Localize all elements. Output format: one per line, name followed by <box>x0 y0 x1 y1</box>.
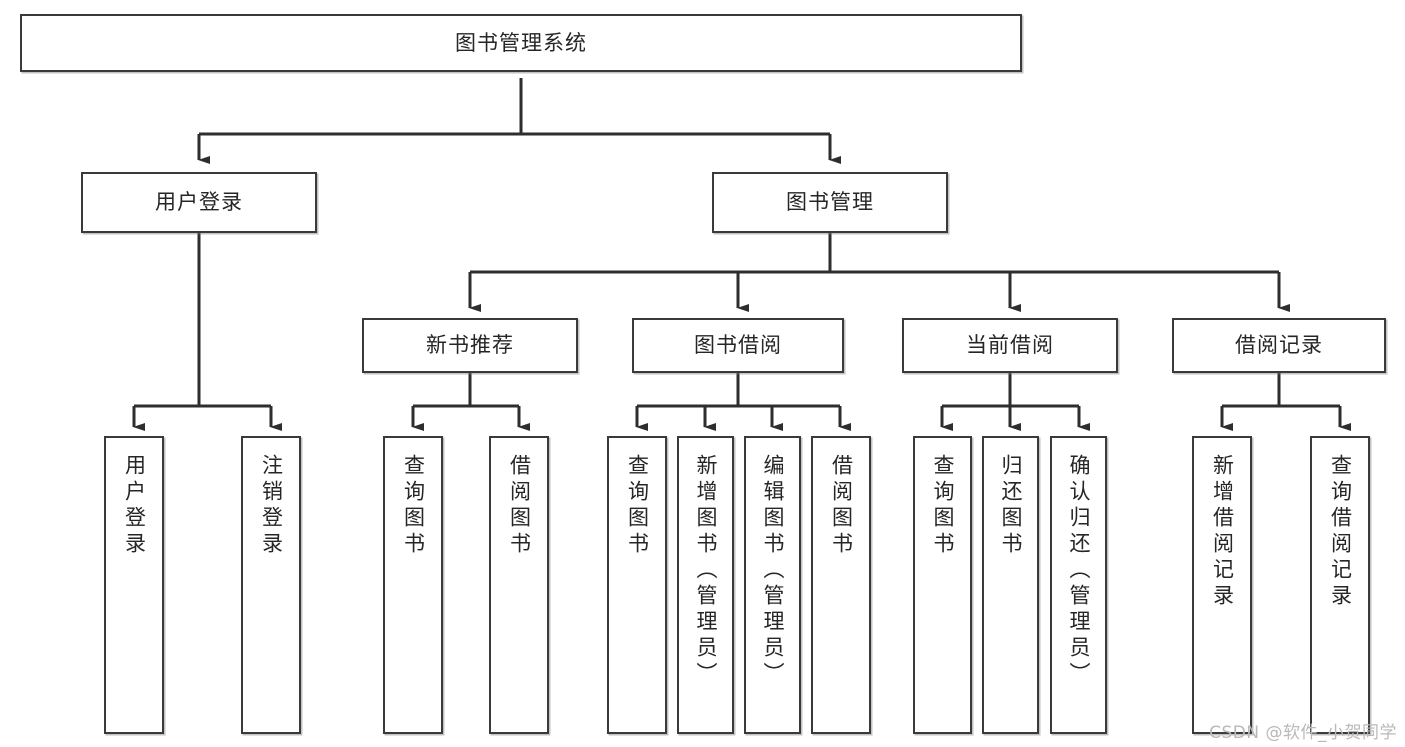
node-book-management[interactable]: 图书管理 <box>712 172 948 233</box>
node-book-borrow-label: 图书借阅 <box>694 333 782 358</box>
node-leaf-borrow-book-1-label: 借阅图书 <box>507 454 532 558</box>
node-leaf-query-book-2-label: 查询图书 <box>625 454 650 558</box>
node-book-management-label: 图书管理 <box>786 190 874 215</box>
node-leaf-return-book[interactable]: 归还图书 <box>982 436 1039 734</box>
node-leaf-query-book-3-label: 查询图书 <box>931 454 955 558</box>
node-leaf-return-book-label: 归还图书 <box>999 454 1023 558</box>
node-leaf-edit-book[interactable]: 编辑图书（管理员） <box>744 436 801 734</box>
node-leaf-query-book-3[interactable]: 查询图书 <box>913 436 972 734</box>
node-leaf-query-book-2[interactable]: 查询图书 <box>607 436 667 734</box>
node-leaf-add-book-label: 新增图书（管理员） <box>694 454 718 688</box>
watermark-text: CSDN @软件_小贺同学 <box>1209 723 1397 743</box>
node-user-login[interactable]: 用户登录 <box>81 172 317 233</box>
node-leaf-logout[interactable]: 注销登录 <box>241 436 301 734</box>
node-leaf-add-book[interactable]: 新增图书（管理员） <box>677 436 734 734</box>
node-leaf-confirm-return-label: 确认归还（管理员） <box>1067 454 1091 688</box>
node-root-label: 图书管理系统 <box>455 30 587 55</box>
node-leaf-borrow-book-2-label: 借阅图书 <box>829 454 854 558</box>
node-user-login-label: 用户登录 <box>155 190 243 215</box>
node-leaf-user-login[interactable]: 用户登录 <box>104 436 164 734</box>
node-leaf-query-record[interactable]: 查询借阅记录 <box>1310 436 1370 734</box>
node-leaf-user-login-label: 用户登录 <box>122 454 147 558</box>
node-current-borrow-label: 当前借阅 <box>966 333 1054 358</box>
node-borrow-record[interactable]: 借阅记录 <box>1172 318 1386 373</box>
node-leaf-borrow-book-1[interactable]: 借阅图书 <box>489 436 549 734</box>
node-leaf-borrow-book-2[interactable]: 借阅图书 <box>811 436 871 734</box>
node-leaf-add-record[interactable]: 新增借阅记录 <box>1192 436 1252 734</box>
node-book-borrow[interactable]: 图书借阅 <box>632 318 844 373</box>
node-leaf-logout-label: 注销登录 <box>259 454 284 558</box>
node-leaf-query-book-1[interactable]: 查询图书 <box>383 436 443 734</box>
node-leaf-query-record-label: 查询借阅记录 <box>1328 454 1353 610</box>
node-borrow-record-label: 借阅记录 <box>1235 333 1323 358</box>
node-new-book-recommend[interactable]: 新书推荐 <box>362 318 578 373</box>
node-current-borrow[interactable]: 当前借阅 <box>902 318 1118 373</box>
node-leaf-query-book-1-label: 查询图书 <box>401 454 426 558</box>
node-leaf-confirm-return[interactable]: 确认归还（管理员） <box>1050 436 1107 734</box>
node-leaf-add-record-label: 新增借阅记录 <box>1210 454 1235 610</box>
node-leaf-edit-book-label: 编辑图书（管理员） <box>761 454 785 688</box>
node-new-book-recommend-label: 新书推荐 <box>426 333 514 358</box>
node-root[interactable]: 图书管理系统 <box>20 14 1022 72</box>
